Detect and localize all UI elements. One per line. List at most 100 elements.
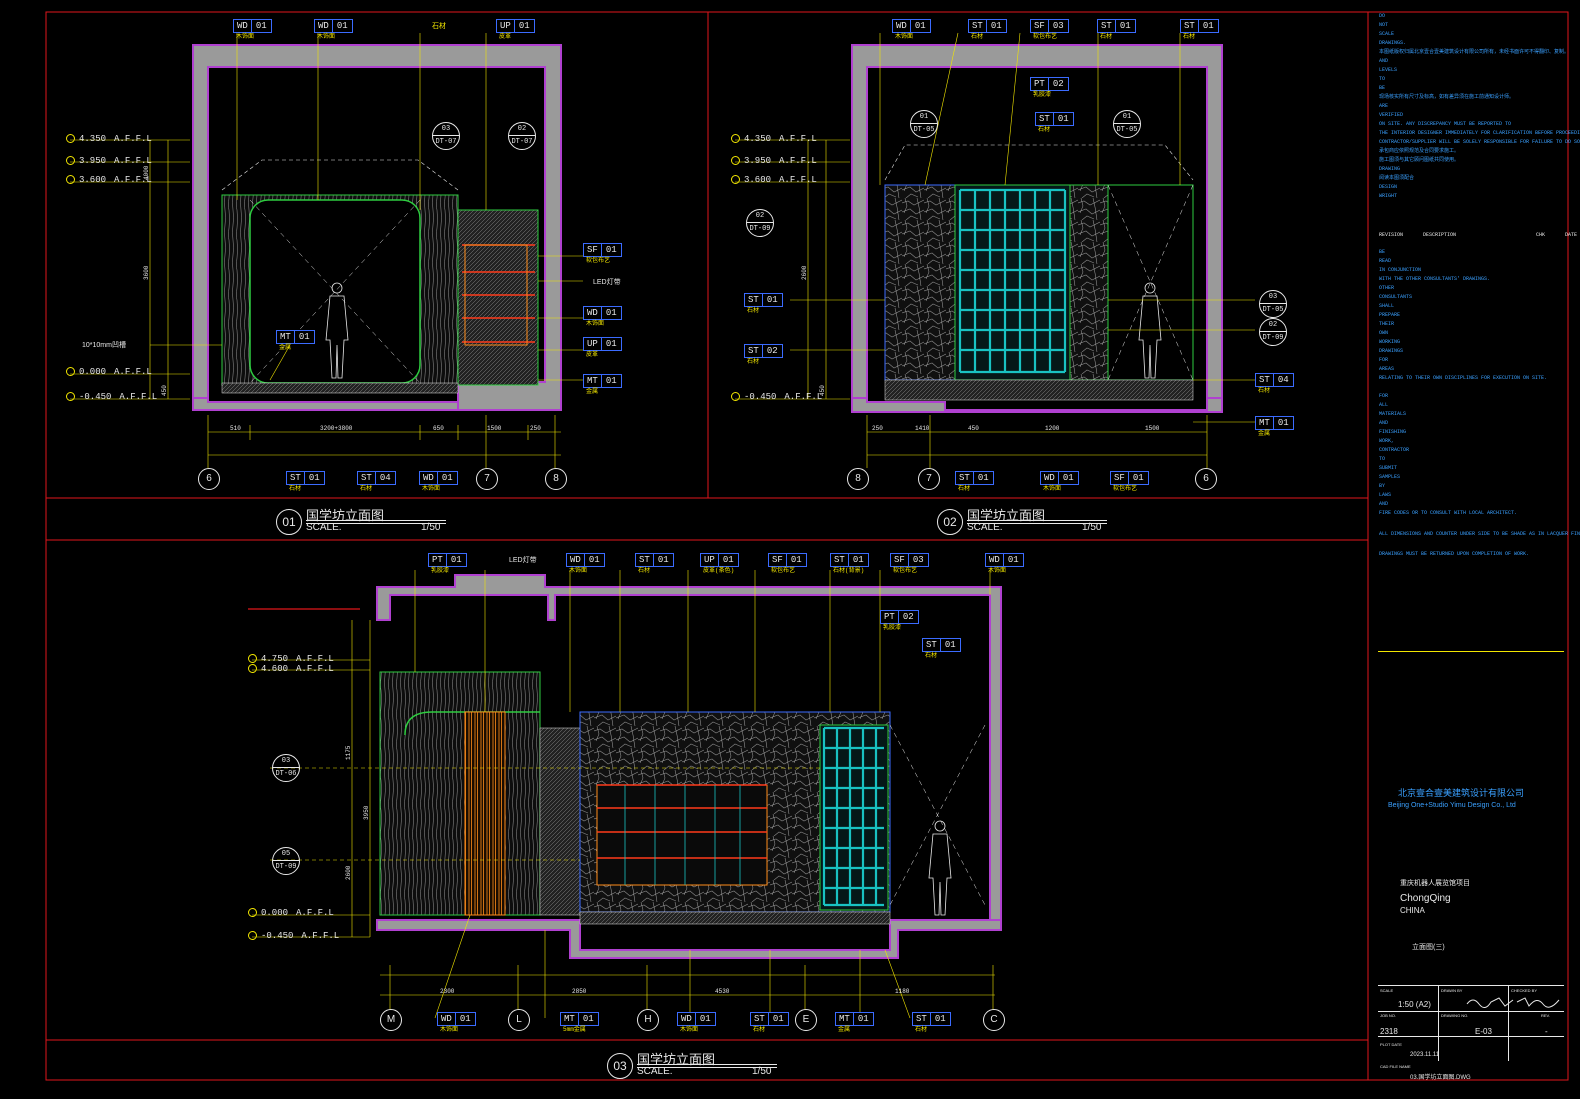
- tag-desc: 石材: [289, 485, 302, 492]
- project-name: 重庆机器人展览馆项目: [1400, 880, 1470, 887]
- tag-code: WD: [584, 307, 602, 319]
- callout-sheet: DT-06: [275, 770, 297, 778]
- tag-desc: 石材: [1183, 33, 1196, 40]
- tag-desc: 皮革(茶色): [703, 567, 735, 574]
- view-title-02: 02 国学坊立面图 SCALE. 1/50: [937, 508, 1107, 535]
- tag-code: ST: [745, 345, 763, 357]
- note-line: FOR: [1379, 357, 1389, 363]
- tag-code: ST: [923, 639, 941, 651]
- tag-number: 03: [1052, 21, 1064, 31]
- title-underline: [637, 1064, 777, 1068]
- level-value: 3.600: [79, 175, 107, 185]
- dimension-text: 2300: [440, 988, 455, 995]
- tag-number: 01: [336, 21, 348, 31]
- note-line: WORKING: [1379, 339, 1401, 345]
- level-value: 0.000: [79, 367, 107, 377]
- tag-code: ST: [831, 554, 849, 566]
- grid-axis-bubble: M: [380, 1009, 402, 1031]
- scale-label: SCALE.: [306, 522, 342, 533]
- tag-code: PT: [429, 554, 447, 566]
- tag-number: 01: [857, 1014, 869, 1024]
- field-label: DRAWN BY: [1441, 988, 1463, 993]
- rev-col: REVISION: [1379, 232, 1404, 238]
- tag-desc: 石材: [638, 567, 651, 574]
- tag-desc: 软包布艺: [586, 257, 611, 264]
- note-line: RELATING TO THEIR OWN DISCIPLINES FOR EX…: [1379, 375, 1548, 381]
- dimension-text: 1200: [1045, 425, 1060, 432]
- level-value: 4.350: [744, 134, 772, 144]
- scale-label: SCALE.: [637, 1066, 673, 1077]
- level-suffix: A.F.F.L: [779, 175, 817, 185]
- level-suffix: A.F.F.L: [296, 908, 334, 918]
- tag-desc: 石材: [971, 33, 984, 40]
- tag-desc: 石材: [747, 358, 760, 365]
- level-suffix: A.F.F.L: [114, 367, 152, 377]
- project-city: ChongQing: [1400, 893, 1451, 904]
- tag-desc: 软包布艺: [771, 567, 796, 574]
- callout-number: 03: [433, 123, 459, 136]
- dimension-text: 450: [161, 385, 168, 396]
- drawing-number: E-03: [1475, 1027, 1492, 1036]
- note-line: BY: [1379, 483, 1386, 489]
- tag-desc: 乳胶漆: [883, 624, 902, 631]
- tag-number: 01: [1277, 418, 1289, 428]
- rev-col: CHK: [1536, 232, 1546, 238]
- dimension-text: 450: [968, 425, 979, 432]
- tag-code: WD: [567, 554, 585, 566]
- dimension-text: 2600: [345, 865, 352, 880]
- level-symbol-icon: [66, 134, 75, 144]
- tag-code: SF: [769, 554, 787, 566]
- view-03-person-figure: [928, 820, 952, 916]
- revision-header: REVISION DESCRIPTION CHK DATE: [1379, 231, 1577, 240]
- note-line: LAWS: [1379, 492, 1392, 498]
- tag-number: 02: [902, 612, 914, 622]
- note-line: SUBMIT: [1379, 465, 1398, 471]
- note-line: DO: [1379, 13, 1386, 19]
- tag-number: 01: [977, 473, 989, 483]
- view-02-walls: [851, 44, 1223, 413]
- dimension-text: 450: [819, 385, 826, 396]
- level-suffix: A.F.F.L: [296, 664, 334, 674]
- dimension-text: 4530: [715, 988, 730, 995]
- level-symbol-icon: [66, 367, 75, 377]
- level-symbol-icon: [248, 908, 257, 918]
- scale-value: 1/50: [752, 1066, 772, 1077]
- callout-number: 03: [273, 755, 299, 768]
- tag-desc: 石材(背景): [833, 567, 865, 574]
- note-line: WITH THE OTHER CONSULTANTS' DRAWINGS.: [1379, 276, 1491, 282]
- field-label: CAD FILE NAME: [1380, 1064, 1411, 1069]
- level-value: 3.600: [744, 175, 772, 185]
- callout-number: 05: [273, 848, 299, 861]
- tag-number: 01: [605, 376, 617, 386]
- tag-desc: 金属: [279, 344, 292, 351]
- plot-date: 2023.11.11: [1410, 1052, 1440, 1058]
- level-value: 4.750: [261, 654, 289, 664]
- title-grid: [1378, 985, 1564, 1081]
- note-line: 承包商应依照规范及合同要求施工。: [1379, 148, 1460, 154]
- tag-desc: 金属: [1258, 430, 1271, 437]
- tag-number: 01: [255, 21, 267, 31]
- grid-axis-bubble: L: [508, 1009, 530, 1031]
- note-line: TO: [1379, 456, 1386, 462]
- level-symbol-icon: [731, 156, 740, 166]
- material-label: LED灯带: [509, 557, 537, 564]
- note-line: WORK,: [1379, 438, 1395, 444]
- tag-code: ST: [745, 294, 763, 306]
